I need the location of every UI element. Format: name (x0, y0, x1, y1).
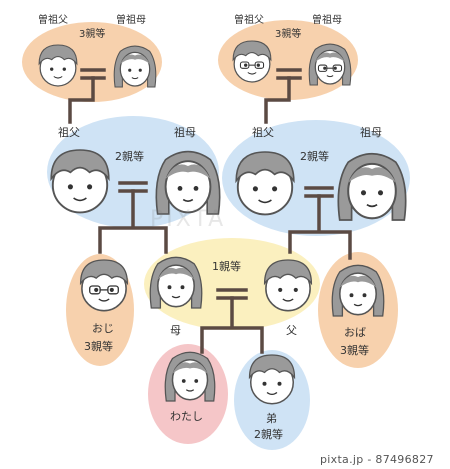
label-deg3-left: 3親等 (79, 29, 106, 40)
gf-left-face (50, 149, 110, 214)
label-brother-deg: 2親等 (254, 428, 283, 441)
connector-lines (68, 68, 352, 354)
gm-left-face (155, 150, 221, 215)
label-brother: 弟 (266, 412, 277, 425)
label-uncle-deg: 3親等 (84, 340, 113, 353)
brother-face (248, 354, 296, 405)
label-deg3-right: 3親等 (275, 29, 302, 40)
uncle-face (79, 259, 129, 312)
label-ggm-left: 曽祖母 (116, 15, 146, 26)
label-gm-right: 祖母 (360, 126, 382, 139)
ggm-left-face (113, 45, 157, 88)
pixta-watermark-logo: PIXTA (150, 207, 227, 232)
label-deg2-right: 2親等 (300, 150, 329, 163)
ggf-left-face (38, 44, 78, 87)
aunt-face (331, 264, 385, 317)
label-deg1: 1親等 (212, 260, 241, 273)
label-gm-left: 祖母 (174, 126, 196, 139)
label-gf-right: 祖父 (252, 126, 274, 139)
label-gf-left: 祖父 (58, 126, 80, 139)
label-ggm-right: 曽祖母 (312, 15, 342, 26)
label-mother: 母 (170, 324, 181, 337)
ggf-right-face (232, 40, 272, 83)
label-ggf-left: 曽祖父 (38, 15, 68, 26)
label-deg2-left: 2親等 (115, 150, 144, 163)
mother-face (149, 256, 203, 309)
label-aunt: おば (344, 326, 366, 339)
label-uncle: おじ (92, 322, 114, 335)
me-face (164, 351, 216, 402)
pixta-watermark-id: pixta.jp - 87496827 (320, 453, 434, 466)
label-father: 父 (286, 324, 297, 337)
label-me: わたし (170, 410, 203, 423)
gf-right-face (235, 151, 295, 216)
ggm-right-face (308, 43, 352, 86)
gm-right-face (337, 152, 407, 222)
father-face (263, 259, 313, 312)
label-ggf-right: 曽祖父 (234, 15, 264, 26)
label-aunt-deg: 3親等 (340, 344, 369, 357)
